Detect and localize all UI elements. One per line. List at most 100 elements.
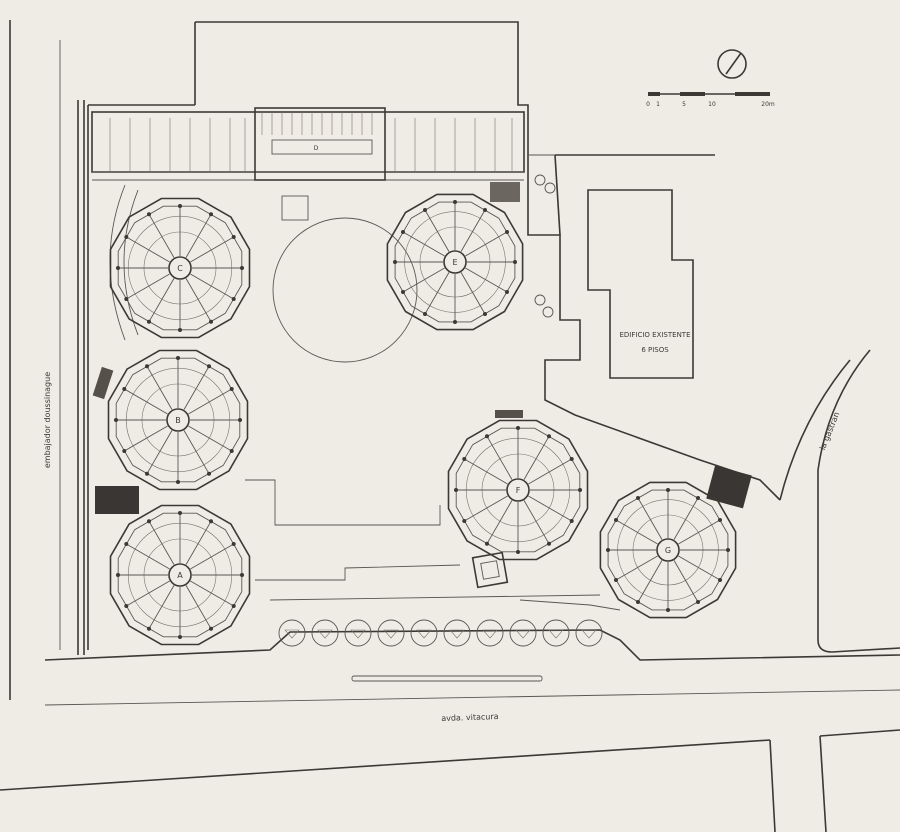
pavilion-outline (109, 504, 251, 646)
pavilion-beam (424, 272, 450, 315)
pavilion-beam (424, 209, 450, 252)
pavilion-hub (168, 256, 192, 280)
scale-tick-10: 10 (708, 101, 716, 108)
entrance-kiosk (471, 551, 509, 589)
pavilion-inner-ring (394, 201, 516, 323)
pavilion-column (147, 519, 151, 524)
pavilion-column (229, 449, 234, 453)
pavilion-beam (402, 231, 445, 257)
tree-mark (350, 629, 366, 639)
pavilion-label: C (177, 264, 183, 273)
pavilion-label: E (452, 258, 457, 267)
pavilion-column (393, 260, 397, 264)
pavilion-beam (183, 430, 210, 474)
tree-row (278, 619, 603, 647)
pavilion-beam (465, 267, 508, 293)
pavilion-column (122, 387, 127, 391)
pavilion-label: A (177, 571, 183, 580)
pavilion-column (178, 635, 182, 639)
tree (575, 619, 603, 647)
pavilion-column (547, 434, 551, 439)
tree-mark (548, 629, 564, 639)
pavilion-beam (148, 278, 175, 322)
pavilion-beam (146, 366, 173, 410)
pavilion-inner-ring (117, 205, 243, 331)
pavilion-column (124, 604, 129, 608)
tree-mark (284, 629, 300, 639)
pavilion-beam (465, 231, 508, 257)
pavilion-outline (447, 419, 589, 561)
pavilion-beam (124, 388, 168, 415)
pavilion-column (147, 626, 151, 631)
pavilion-column (453, 200, 457, 204)
pavilion-column (209, 319, 213, 324)
pavilion-column (696, 600, 700, 604)
pavilion-label: G (665, 546, 671, 555)
pavilion-column (231, 235, 236, 239)
pavilion-column (569, 457, 574, 461)
street-label-left: embajador doussinague (43, 372, 52, 468)
pavilion-column (116, 266, 120, 270)
pavilion-column (666, 488, 670, 492)
tree (542, 619, 570, 647)
pavilion-column (614, 578, 618, 582)
tree (443, 619, 471, 647)
pavilion: B (107, 349, 249, 491)
tree (377, 619, 405, 647)
pavilion-beam (146, 430, 173, 474)
pavilions: C B A E F G (107, 193, 737, 646)
tree (278, 619, 306, 647)
pavilion-column (238, 418, 242, 422)
tree (344, 619, 372, 647)
pavilion-column (147, 212, 151, 217)
street-label-bottom: avda. vitacura (441, 712, 499, 723)
pavilion-column (454, 488, 458, 492)
pavilion-column (718, 578, 722, 582)
pavilion-label: F (516, 486, 521, 495)
pavilion-column (178, 328, 182, 332)
tree-mark (416, 629, 432, 639)
pavilion-hub (506, 478, 530, 502)
pavilion-beam (678, 555, 721, 581)
pavilion-beam (190, 580, 234, 607)
pavilion-label-d: D (314, 145, 319, 152)
tree-mark (515, 629, 531, 639)
tree-mark (581, 629, 597, 639)
pavilion-beam (124, 425, 168, 452)
pavilion-column (547, 541, 551, 546)
pavilion-column (231, 297, 236, 301)
pavilion-column (513, 260, 517, 264)
pavilion-column (726, 548, 730, 552)
pavilion-beam (402, 267, 445, 293)
pavilion-column (696, 496, 700, 500)
pavilion-beam (673, 560, 699, 603)
pavilion-column (178, 511, 182, 515)
pavilion-column (229, 387, 234, 391)
scale-bar: 0 1 5 10 20m (646, 92, 775, 108)
courtyard-circle (272, 217, 418, 363)
pavilion-column (483, 208, 487, 212)
pavilion-column (145, 471, 149, 476)
pavilion-column (240, 573, 244, 577)
pavilion-inner-ring (455, 427, 581, 553)
pavilion-beam (637, 497, 663, 540)
tree-mark (383, 629, 399, 639)
pavilion-beam (126, 580, 170, 607)
pavilion-beam (615, 555, 658, 581)
pavilion-column (176, 480, 180, 484)
pavilion-column (147, 319, 151, 324)
pavilion-beam (185, 585, 212, 629)
pavilion-column (666, 608, 670, 612)
street-lines (0, 20, 900, 832)
pavilion-column (453, 320, 457, 324)
pavilion-beam (148, 585, 175, 629)
pavilion-column (176, 356, 180, 360)
pavilion-column (614, 518, 618, 522)
pavilion-beam (126, 236, 170, 263)
pavilion: G (599, 481, 737, 619)
pavilion-column (505, 290, 509, 294)
pavilion-column (483, 312, 487, 316)
pavilion-column (207, 471, 211, 476)
trees (534, 174, 556, 318)
scale-tick-1: 1 (656, 101, 660, 108)
